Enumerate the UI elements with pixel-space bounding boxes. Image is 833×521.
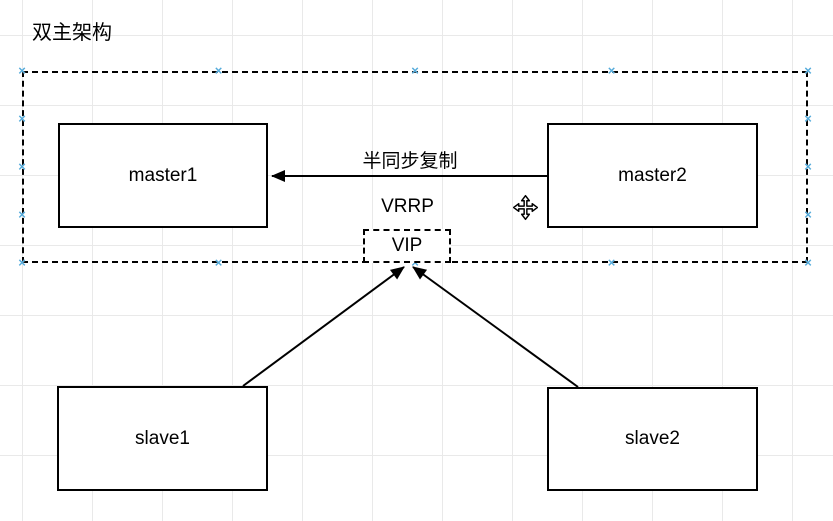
node-slave2-label: slave2 bbox=[625, 428, 680, 449]
selection-handle[interactable]: × bbox=[214, 255, 223, 271]
selection-handle[interactable]: × bbox=[18, 207, 26, 223]
diagram-title[interactable]: 双主架构 bbox=[32, 22, 112, 44]
selection-handle[interactable]: × bbox=[804, 111, 812, 127]
selection-handle[interactable]: × bbox=[18, 159, 26, 175]
selection-handle[interactable]: × bbox=[18, 255, 26, 271]
replication-edge-label[interactable]: 半同步复制 bbox=[362, 151, 458, 172]
vrrp-label[interactable]: VRRP bbox=[381, 196, 434, 217]
node-vip[interactable]: VIP bbox=[363, 229, 451, 263]
selection-handle[interactable]: × bbox=[804, 207, 812, 223]
edge-slave1-to-vip[interactable] bbox=[242, 266, 405, 387]
node-master2-label: master2 bbox=[618, 164, 687, 186]
node-master2[interactable]: master2 bbox=[547, 123, 758, 228]
selection-handle[interactable]: × bbox=[607, 63, 616, 79]
selection-handle[interactable]: × bbox=[607, 255, 616, 271]
selection-handle[interactable]: × bbox=[214, 63, 223, 79]
node-slave2[interactable]: slave2 bbox=[547, 387, 758, 491]
node-master1-label: master1 bbox=[128, 164, 198, 186]
selection-handle[interactable]: × bbox=[804, 255, 812, 271]
selection-handle[interactable]: × bbox=[804, 159, 812, 175]
selection-handle[interactable]: × bbox=[18, 111, 26, 127]
selection-handle[interactable]: × bbox=[18, 63, 26, 79]
node-vip-label: VIP bbox=[391, 235, 423, 256]
selection-handle[interactable]: × bbox=[411, 63, 419, 79]
node-slave1-label: slave1 bbox=[135, 427, 190, 449]
move-cursor-icon bbox=[512, 194, 539, 221]
node-master1[interactable]: master1 bbox=[58, 123, 268, 228]
edge-slave2-to-vip[interactable] bbox=[412, 266, 579, 388]
node-slave1[interactable]: slave1 bbox=[57, 386, 268, 491]
selection-handle[interactable]: × bbox=[804, 63, 812, 79]
